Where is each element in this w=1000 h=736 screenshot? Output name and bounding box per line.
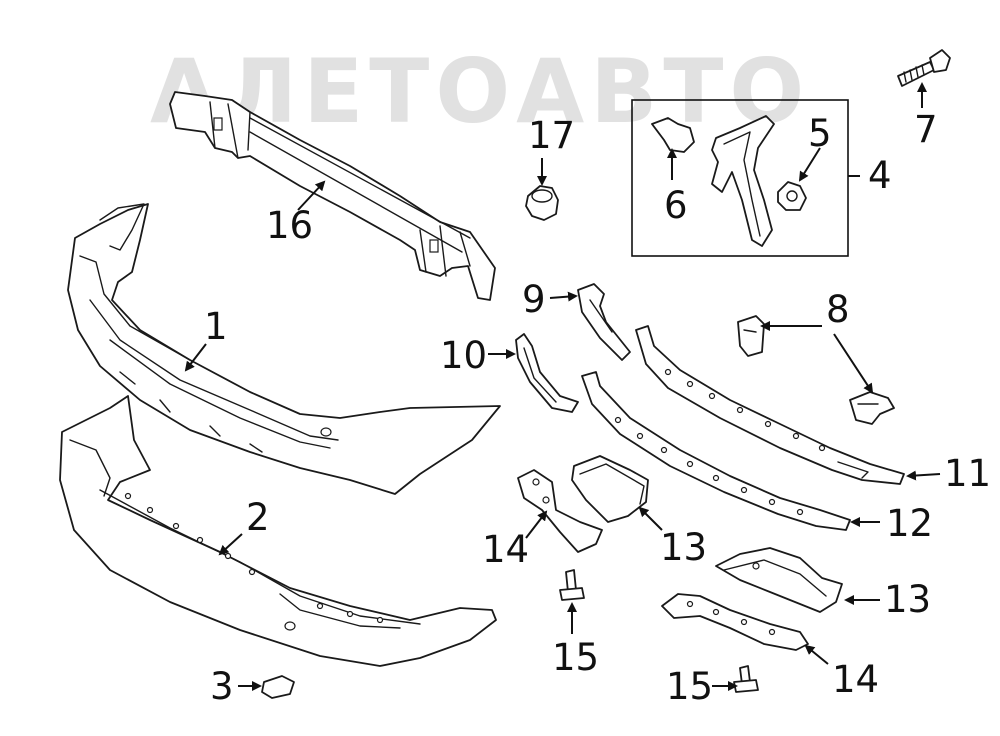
callout-5: 5 <box>808 112 832 155</box>
callout-14a: 14 <box>482 528 529 571</box>
callout-4: 4 <box>868 154 892 197</box>
bracket-14-right <box>661 593 809 651</box>
strip-9 <box>577 283 631 361</box>
strip-11 <box>635 325 905 485</box>
tow-hook-cap <box>261 675 295 699</box>
bolt-7 <box>897 49 951 87</box>
callout-labels: 1 2 3 4 5 6 7 8 9 10 11 12 13 13 14 14 1… <box>204 108 991 708</box>
push-clip-6 <box>651 117 695 153</box>
callout-2: 2 <box>246 496 270 539</box>
strip-10 <box>515 333 579 413</box>
leader-lines <box>184 82 941 691</box>
callout-3: 3 <box>210 665 234 708</box>
callout-7: 7 <box>914 108 938 151</box>
callout-12: 12 <box>886 502 933 545</box>
nut-5 <box>777 181 807 211</box>
clip-8-lower <box>849 391 895 425</box>
callout-8: 8 <box>826 288 850 331</box>
callout-14b: 14 <box>832 658 879 701</box>
sensor-bracket-13-right <box>715 547 843 613</box>
bracket-4 <box>711 115 775 247</box>
clip-8-upper <box>737 315 765 357</box>
reinforcement-beam <box>169 91 496 301</box>
callout-11: 11 <box>944 452 991 495</box>
callout-16: 16 <box>266 204 313 247</box>
callout-17: 17 <box>528 114 575 157</box>
callout-10: 10 <box>440 334 487 377</box>
bracket-14-left <box>517 469 603 553</box>
callout-15b: 15 <box>666 665 713 708</box>
callout-13b: 13 <box>884 578 931 621</box>
nut-17 <box>525 185 559 221</box>
callout-15a: 15 <box>552 636 599 679</box>
sensor-bracket-13-left <box>571 455 649 523</box>
callout-1: 1 <box>204 305 228 348</box>
callout-13a: 13 <box>660 526 707 569</box>
callout-6: 6 <box>664 184 688 227</box>
callout-9: 9 <box>522 278 546 321</box>
kit-box <box>631 99 849 257</box>
lower-valance <box>59 395 497 667</box>
bumper-cover <box>67 203 501 495</box>
screw-15-left <box>559 569 585 601</box>
screw-15-right <box>733 665 759 693</box>
